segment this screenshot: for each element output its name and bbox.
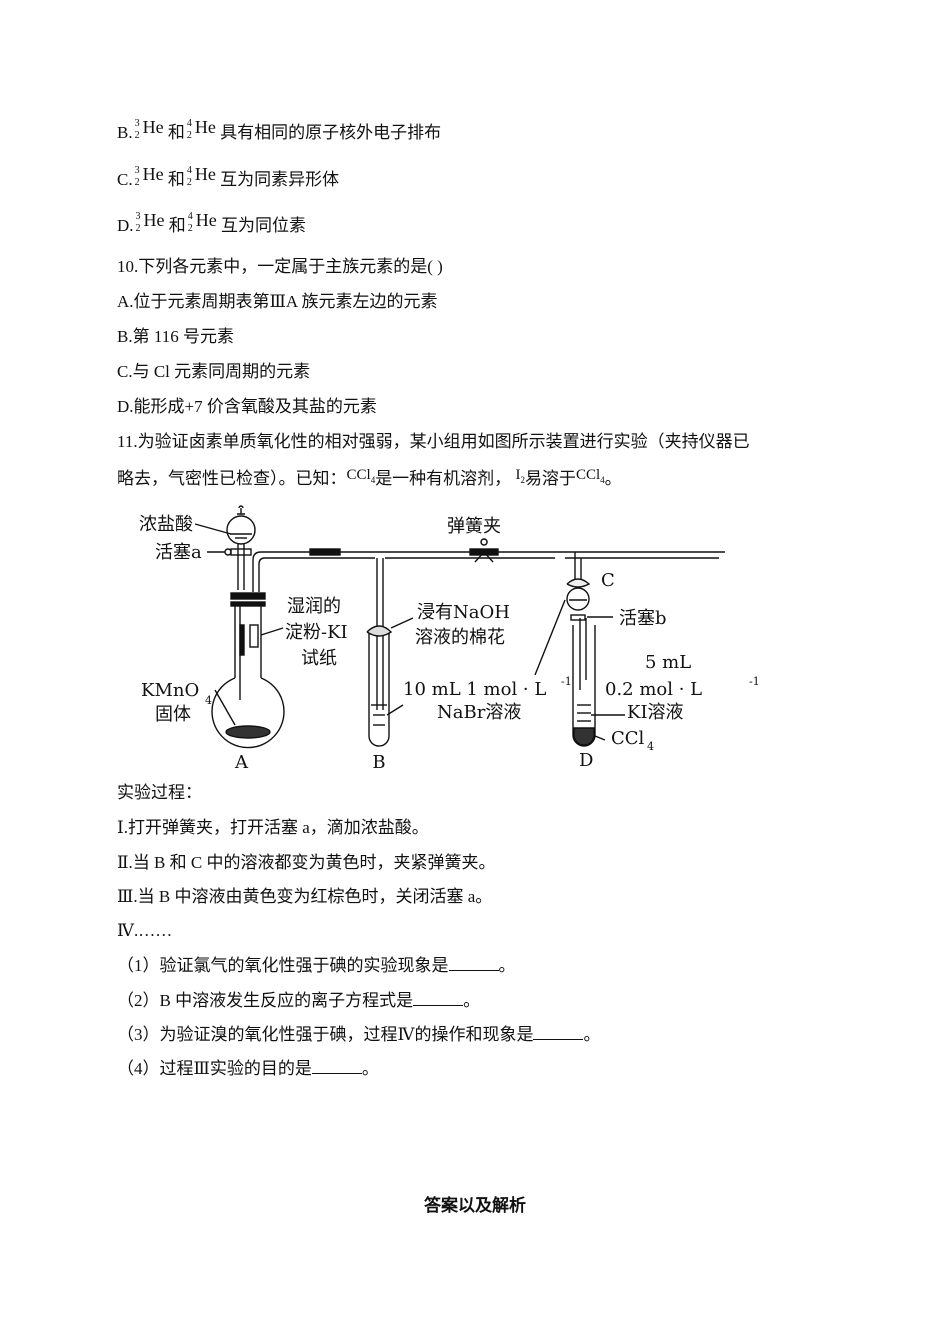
label-a: A <box>234 752 249 773</box>
apparatus-diagram: 浓盐酸 活塞a 弹簧夹 C 活塞b 湿润的 淀粉-KI 试纸 浸有NaOH 溶液… <box>139 505 760 773</box>
option-text: 互为同素异形体 <box>220 170 340 189</box>
q11-stem-line2: 略去，气密性已检查）。已知：CCl4是一种有机溶剂， I2易溶于CCl4。 <box>117 467 622 496</box>
label-c: C <box>601 570 615 591</box>
q10-option-d: D.能形成+7 价含氧酸及其盐的元素 <box>117 397 377 416</box>
subquestion-4: （4）过程Ⅲ实验的目的是。 <box>117 1059 379 1078</box>
subquestion-1: （1）验证氯气的氧化性强于碘的实验现象是。 <box>117 956 516 975</box>
element-symbol: He <box>194 117 216 137</box>
label-cotton-1: 浸有NaOH <box>417 602 510 623</box>
stem-text: 易溶于 <box>524 469 576 488</box>
kmno4-solid-icon <box>225 725 271 739</box>
svg-text:4: 4 <box>205 694 212 707</box>
option-label: B. <box>117 123 133 142</box>
process-title: 实验过程： <box>117 783 202 802</box>
option-label: D. <box>117 216 134 235</box>
label-b: B <box>372 752 385 773</box>
q10-option-c: C.与 Cl 元素同周期的元素 <box>117 362 311 381</box>
label-solid: 固体 <box>155 704 191 725</box>
step-3: Ⅲ.当 B 中溶液由黄色变为红棕色时，关闭活塞 a。 <box>117 887 493 906</box>
conjunction: 和 <box>167 170 185 189</box>
label-ki-1: 5 mL <box>645 652 691 673</box>
conjunction: 和 <box>167 123 185 142</box>
q11-stem-line1: 11.为验证卤素单质氧化性的相对强弱，某小组用如图所示装置进行实验（夹持仪器已 <box>117 432 750 451</box>
test-tube-b-icon <box>368 630 390 747</box>
answer-blank[interactable] <box>533 1025 584 1040</box>
element-symbol: He <box>143 210 165 230</box>
label-d: D <box>579 750 593 771</box>
stopcock-b-icon <box>570 614 586 621</box>
option-text: 互为同位素 <box>221 216 307 235</box>
stem-text: 略去，气密性已检查）。已知： <box>117 469 347 488</box>
element-symbol: He <box>142 117 164 137</box>
svg-text:-1: -1 <box>749 675 760 688</box>
label-ki-3: KI溶液 <box>627 702 684 723</box>
stopcock-a-icon <box>230 548 252 556</box>
element-symbol: He <box>194 164 216 184</box>
answer-section-title: 答案以及解析 <box>424 1196 526 1216</box>
label-nabr-1: 10 mL 1 mol · L <box>403 679 546 700</box>
label-paper-3: 试纸 <box>301 648 337 669</box>
step-4: Ⅳ.…… <box>117 921 173 940</box>
label-cotton-2: 溶液的棉花 <box>415 627 505 648</box>
q10-option-b: B.第 116 号元素 <box>117 327 234 346</box>
test-tube-d-icon <box>572 625 596 747</box>
subquestion-3: （3）为验证溴的氧化性强于碘，过程Ⅳ的操作和现象是。 <box>117 1025 601 1044</box>
label-kmno4: KMnO <box>141 680 199 701</box>
element-symbol: He <box>142 164 164 184</box>
option-label: C. <box>117 170 133 189</box>
label-stopcock-a: 活塞a <box>155 542 202 563</box>
label-ki-2: 0.2 mol · L <box>605 679 702 700</box>
stem-text: 是一种有机溶剂， <box>375 469 512 488</box>
step-2: Ⅱ.当 B 和 C 中的溶液都变为黄色时，夹紧弹簧夹。 <box>117 853 496 872</box>
svg-text:-1: -1 <box>561 675 572 688</box>
answer-blank[interactable] <box>448 956 499 971</box>
conjunction: 和 <box>168 216 186 235</box>
answer-blank[interactable] <box>413 991 464 1006</box>
separatory-funnel-icon <box>226 515 256 545</box>
label-paper-2: 淀粉-KI <box>285 622 348 643</box>
label-nabr-2: NaBr溶液 <box>437 702 521 723</box>
stem-text: 。 <box>604 469 622 488</box>
label-spring-clip: 弹簧夹 <box>447 516 501 537</box>
label-stopcock-b: 活塞b <box>619 608 667 629</box>
q10-option-a: A.位于元素周期表第ⅢA 族元素左边的元素 <box>117 292 438 311</box>
formula-ccl4: CCl4 <box>346 467 376 485</box>
answer-blank[interactable] <box>311 1059 362 1074</box>
label-paper-1: 湿润的 <box>287 596 341 617</box>
svg-text:4: 4 <box>647 740 654 753</box>
label-hcl: 浓盐酸 <box>139 514 193 535</box>
q10-stem: 10.下列各元素中，一定属于主族元素的是( ) <box>117 257 443 276</box>
subquestion-2: （2）B 中溶液发生反应的离子方程式是。 <box>117 991 481 1010</box>
label-ccl4: CCl <box>611 728 645 749</box>
option-text: 具有相同的原子核外电子排布 <box>220 123 442 142</box>
formula-ccl4: CCl4 <box>575 467 605 485</box>
element-symbol: He <box>195 210 217 230</box>
separatory-funnel-c-icon <box>566 587 590 611</box>
step-1: Ⅰ.打开弹簧夹，打开活塞 a，滴加浓盐酸。 <box>117 818 429 837</box>
formula-i2: I2 <box>515 467 525 485</box>
